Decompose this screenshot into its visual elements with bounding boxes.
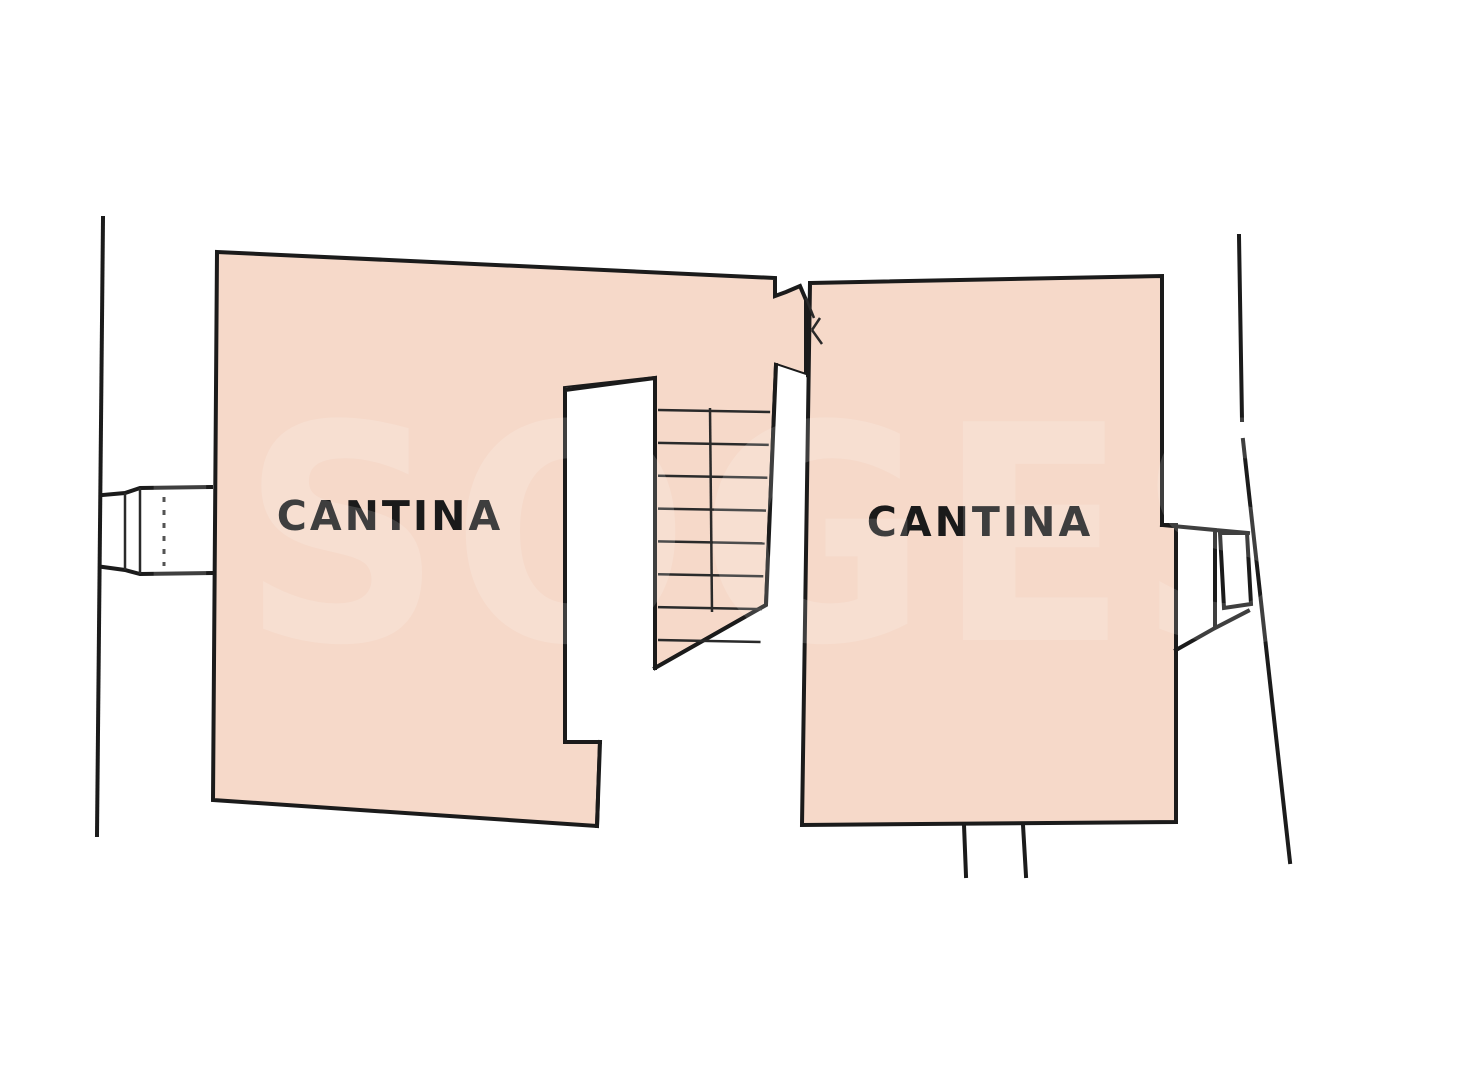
stair-tread bbox=[657, 605, 762, 611]
stair-corridor bbox=[565, 365, 806, 830]
bottom-mark-2 bbox=[1020, 822, 1029, 879]
staircase bbox=[657, 407, 771, 644]
watermark: ISOGES bbox=[128, 362, 1348, 711]
right-exterior-inner-box bbox=[1217, 531, 1254, 611]
stair-tread bbox=[657, 441, 769, 447]
stair-tread bbox=[657, 474, 768, 479]
room-left-bottom-wall bbox=[594, 739, 603, 829]
right-boundary-line-upper bbox=[1236, 233, 1245, 423]
stair-tread bbox=[657, 408, 771, 414]
room-label-left: CANTINA bbox=[277, 492, 503, 540]
bottom-mark-1 bbox=[961, 822, 969, 879]
left-boundary-line bbox=[94, 215, 106, 838]
stair-left-wall bbox=[563, 375, 657, 744]
stair-tread bbox=[657, 638, 761, 644]
door-swing-mark bbox=[804, 297, 824, 345]
room-label-right: CANTINA bbox=[867, 498, 1093, 546]
left-passage bbox=[100, 484, 214, 577]
stair-center-line bbox=[708, 407, 714, 613]
stair-right-wall bbox=[652, 362, 779, 671]
right-boundary-line-lower bbox=[1240, 437, 1293, 865]
